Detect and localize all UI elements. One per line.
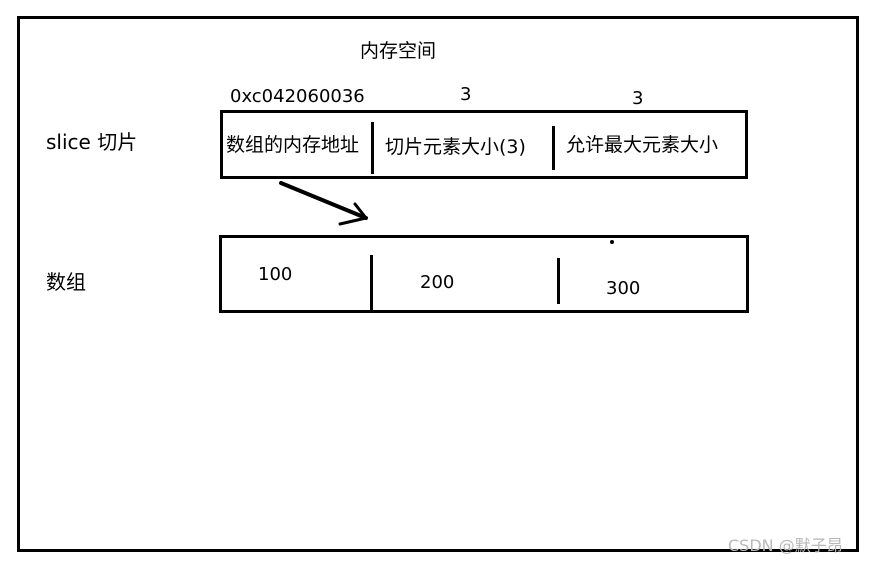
- length-value-label: 3: [460, 84, 472, 105]
- diagram-frame: [17, 16, 859, 552]
- capacity-value-label: 3: [632, 88, 644, 109]
- watermark: CSDN @默子昂: [728, 536, 843, 555]
- slice-cell-length: 切片元素大小(3): [385, 136, 526, 158]
- pointer-address-label: 0xc042060036: [230, 86, 365, 107]
- slice-cell-pointer: 数组的内存地址: [226, 134, 360, 156]
- slice-cell-capacity: 允许最大元素大小: [566, 134, 719, 156]
- diagram-title: 内存空间: [360, 40, 437, 62]
- slice-header-box: [220, 110, 748, 179]
- array-cell-divider: [370, 255, 373, 311]
- array-box: [219, 235, 749, 313]
- array-element: 200: [420, 272, 455, 293]
- array-label: 数组: [46, 270, 86, 294]
- array-element: 300: [606, 278, 641, 299]
- slice-label: slice 切片: [46, 130, 138, 154]
- array-cell-divider: [557, 258, 560, 304]
- slice-cell-divider: [371, 122, 374, 174]
- array-element: 100: [258, 264, 293, 285]
- slice-cell-divider: [552, 126, 555, 170]
